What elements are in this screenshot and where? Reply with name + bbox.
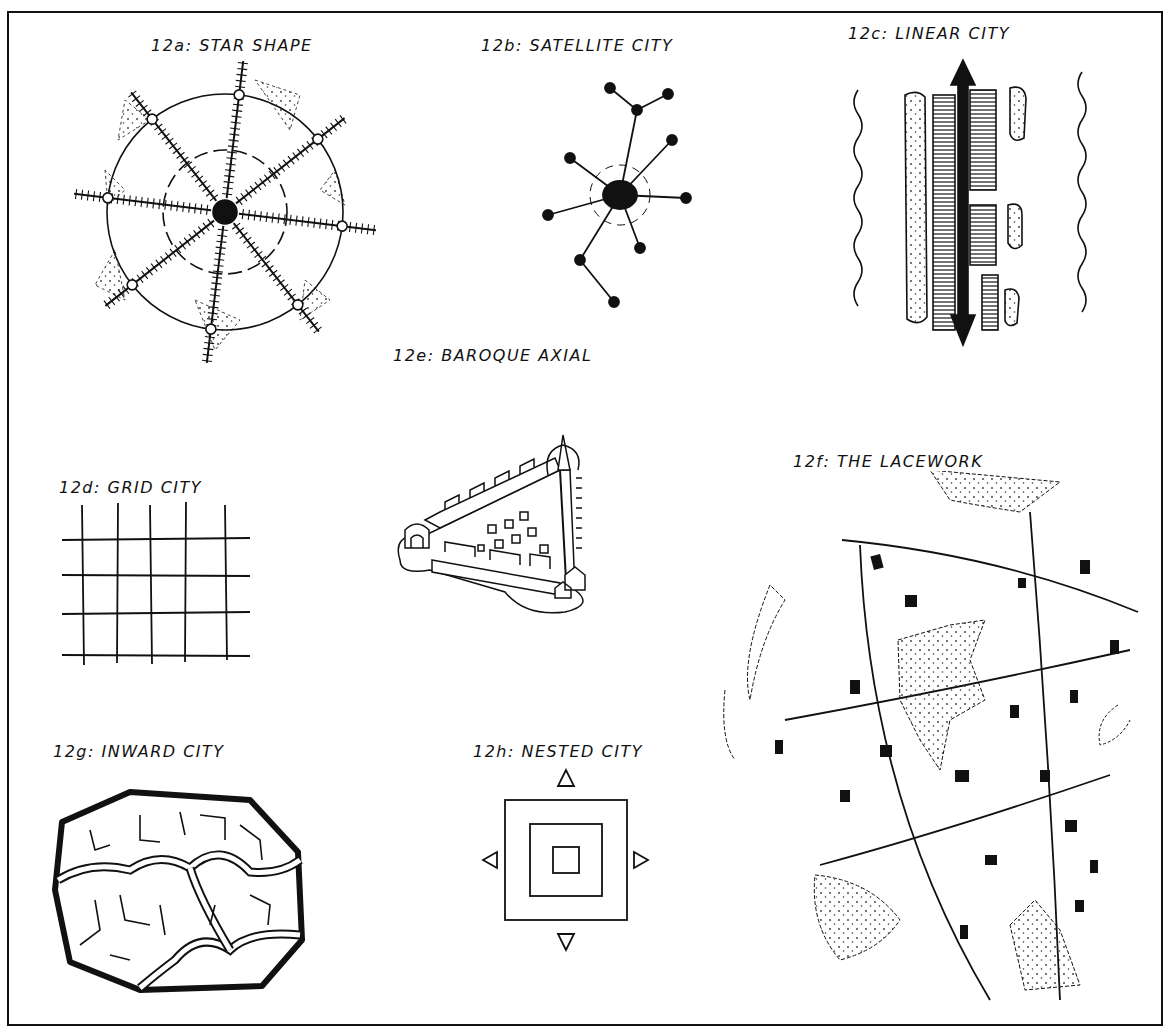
station	[313, 134, 323, 144]
figure-label: 12b: SATELLITE CITY	[478, 36, 676, 55]
rail-line	[227, 61, 244, 198]
satellite-city	[543, 83, 691, 307]
station	[337, 221, 347, 231]
station	[206, 324, 216, 334]
rail-ties	[75, 189, 207, 215]
linear-city	[854, 60, 1086, 345]
rail-line	[234, 223, 319, 332]
lacework	[724, 470, 1138, 1000]
figure-label: 12e: BAROQUE AXIAL	[390, 346, 595, 365]
station	[127, 280, 137, 290]
rail-line	[74, 194, 211, 211]
rail-ties	[104, 219, 214, 308]
inward-city	[55, 792, 302, 990]
figure-label: 12h: NESTED CITY	[470, 742, 646, 761]
figure-label: 12f: THE LACEWORK	[790, 452, 986, 471]
rail-ties	[242, 209, 374, 235]
figure-label: 12a: STAR SHAPE	[148, 36, 316, 55]
figure-label: 12g: INWARD CITY	[50, 742, 228, 761]
nested-city	[483, 770, 648, 950]
grid-city	[62, 502, 250, 665]
station	[293, 300, 303, 310]
frame	[8, 12, 1162, 1025]
station	[147, 114, 157, 124]
star-city	[74, 61, 376, 363]
rail-line	[131, 92, 216, 201]
station	[234, 90, 244, 100]
rail-line	[239, 214, 376, 231]
rail-line	[105, 221, 214, 306]
figure-label: 12d: GRID CITY	[56, 478, 205, 497]
rail-line	[207, 226, 224, 363]
rail-line	[236, 118, 345, 203]
rail-ties	[222, 62, 248, 194]
figure-label: 12c: LINEAR CITY	[845, 24, 1013, 43]
station	[103, 193, 113, 203]
rail-ties	[236, 115, 346, 204]
baroque-axial	[398, 435, 585, 613]
rail-ties	[128, 91, 217, 201]
rail-ties	[232, 223, 321, 333]
rail-ties	[202, 229, 228, 361]
